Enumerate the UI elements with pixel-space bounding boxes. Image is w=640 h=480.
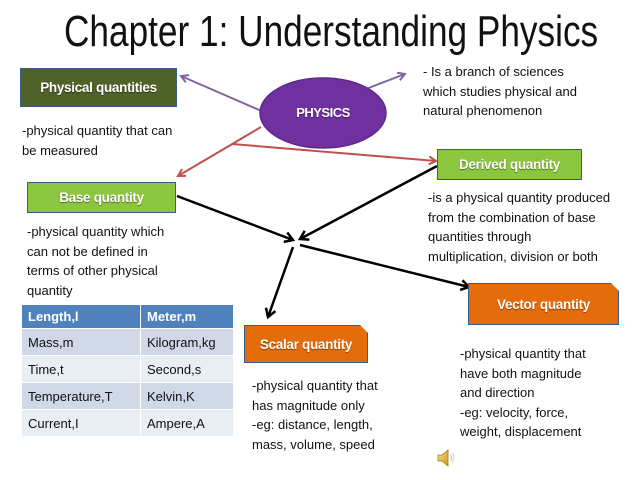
scalar-quantity-description: -physical quantity that has magnitude on… <box>252 378 378 452</box>
table-row: Temperature,T Kelvin,K <box>21 382 234 410</box>
table-row: Mass,m Kilogram,kg <box>21 328 234 356</box>
derived-quantity-label: Derived quantity <box>459 157 560 172</box>
table-cell: Time,t <box>21 355 141 383</box>
arrow-to-vector <box>299 243 469 287</box>
arrow-to-definition <box>365 74 405 90</box>
physics-node <box>259 77 387 149</box>
table-cell: Current,I <box>21 409 141 437</box>
arrow-to-scalar <box>268 246 295 317</box>
page-title: Chapter 1: Understanding Physics <box>64 7 599 56</box>
derived-quantity-box: Derived quantity <box>437 149 582 180</box>
table-header-row: Length,l Meter,m <box>21 304 234 329</box>
scalar-quantity-box: Scalar quantity <box>244 325 368 363</box>
speaker-icon[interactable] <box>436 447 458 469</box>
table-cell: Second,s <box>140 355 234 383</box>
table-cell: Meter,m <box>140 304 234 329</box>
arrow-derived-to-center <box>300 164 438 239</box>
table-cell: Kilogram,kg <box>140 328 234 356</box>
base-quantity-box: Base quantity <box>27 182 176 213</box>
vector-quantity-label: Vector quantity <box>496 296 591 312</box>
base-quantity-label: Base quantity <box>59 190 144 205</box>
arrow-to-base-quantity <box>178 126 262 176</box>
physical-quantities-label: Physical quantities <box>40 80 157 95</box>
arrow-to-physical-quantities <box>181 76 267 114</box>
table-cell: Length,l <box>21 304 141 329</box>
physics-node-label: PHYSICS <box>296 105 350 120</box>
physical-quantities-description: -physical quantity that can be measured <box>22 123 173 158</box>
table-cell: Kelvin,K <box>140 382 234 410</box>
table-cell: Ampere,A <box>140 409 234 437</box>
scalar-quantity-label: Scalar quantity <box>259 336 353 352</box>
physics-definition: - Is a branch of sciences which studies … <box>423 64 577 118</box>
table-cell: Temperature,T <box>21 382 141 410</box>
arrow-base-to-center <box>176 194 293 240</box>
vector-quantity-box: Vector quantity <box>468 283 619 325</box>
base-quantity-description: -physical quantity which can not be defi… <box>27 224 165 298</box>
physical-quantities-box: Physical quantities <box>20 68 177 107</box>
vector-quantity-description: -physical quantity that have both magnit… <box>460 346 586 439</box>
table-row: Time,t Second,s <box>21 355 234 383</box>
arrow-to-derived-quantity <box>231 143 436 161</box>
base-units-table: Length,l Meter,m Mass,m Kilogram,kg Time… <box>21 304 234 437</box>
table-row: Current,I Ampere,A <box>21 409 234 437</box>
table-cell: Mass,m <box>21 328 141 356</box>
derived-quantity-description: -is a physical quantity produced from th… <box>428 190 611 264</box>
